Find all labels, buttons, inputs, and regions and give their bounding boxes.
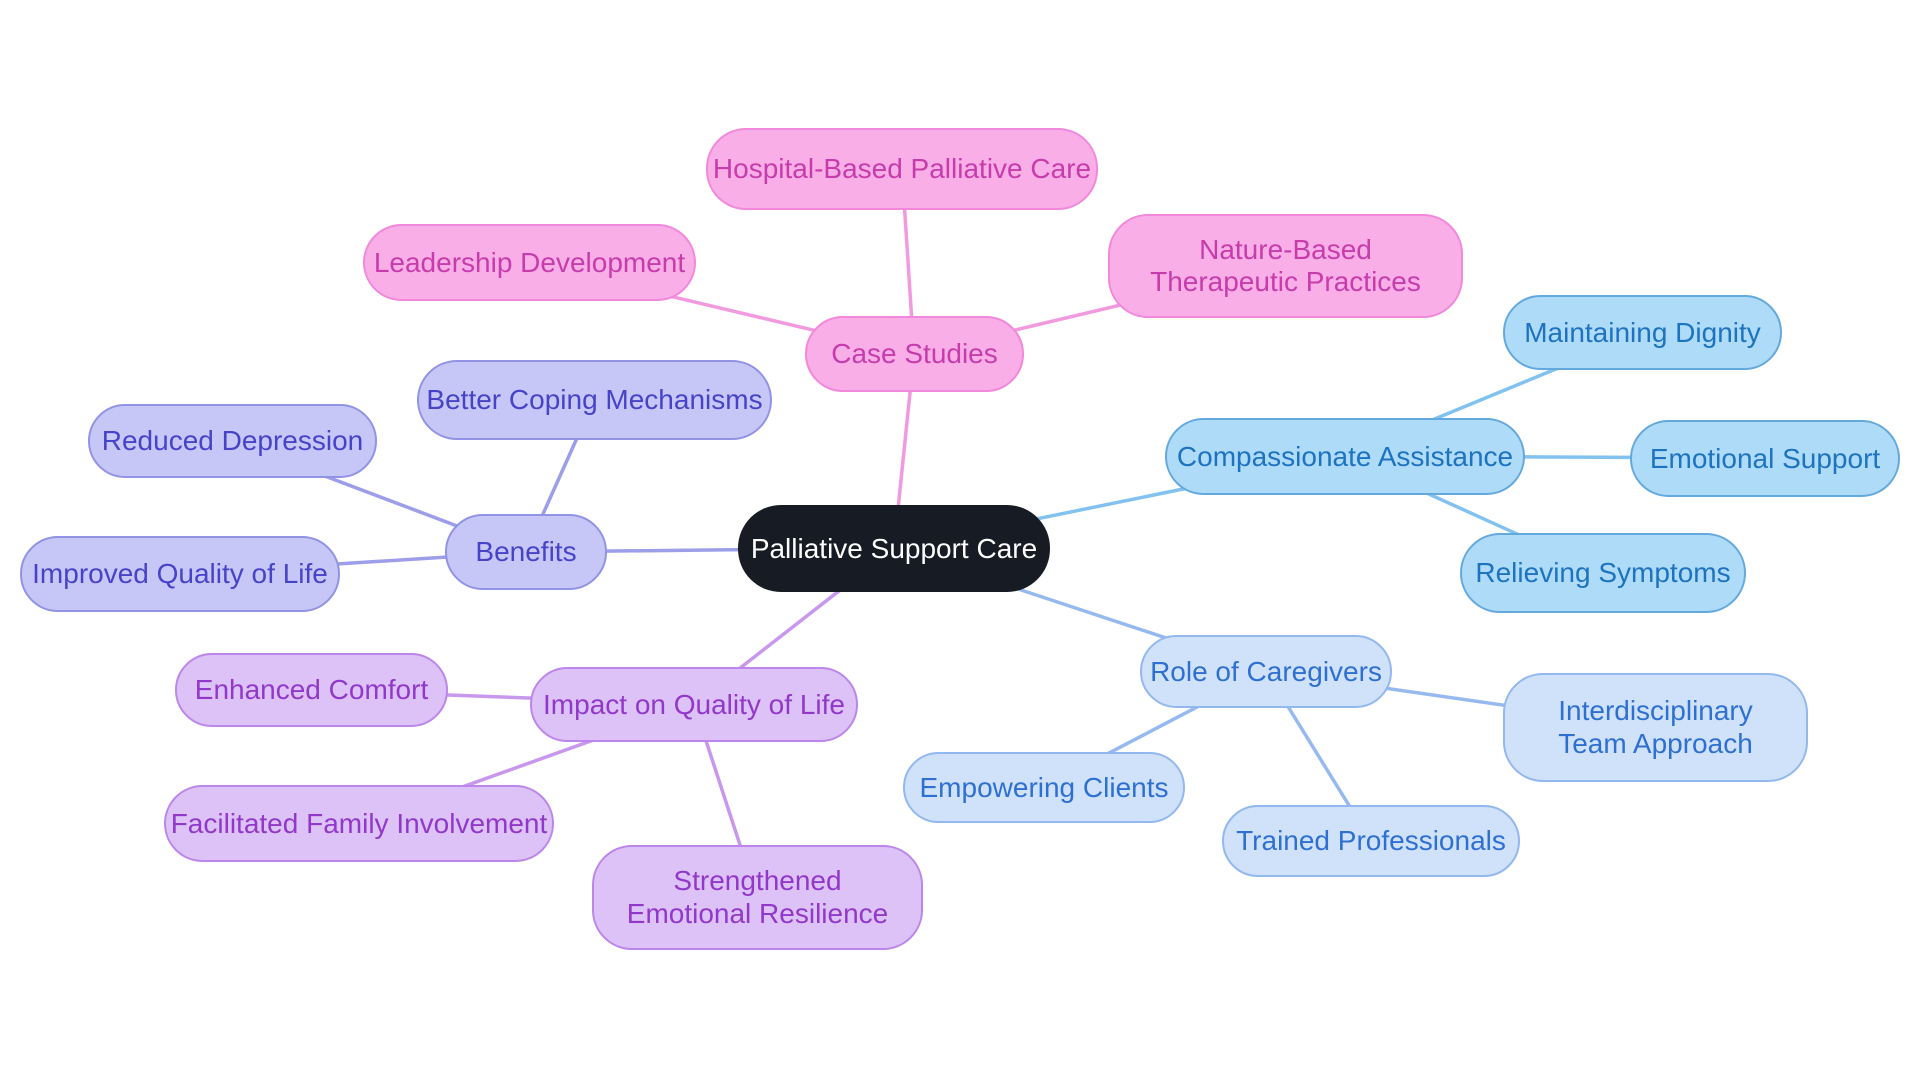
node-trained-professionals[interactable]: Trained Professionals (1222, 805, 1520, 877)
node-emotional-support[interactable]: Emotional Support (1630, 420, 1900, 497)
node-label: Better Coping Mechanisms (426, 384, 763, 415)
node-nature-based-therapeutic-practices[interactable]: Nature-Based Therapeutic Practices (1108, 214, 1463, 318)
node-label: Strengthened Emotional Resilience (626, 865, 889, 929)
node-strengthened-emotional-resilience[interactable]: Strengthened Emotional Resilience (592, 845, 923, 950)
node-leadership-development[interactable]: Leadership Development (363, 224, 696, 301)
node-compassionate-assistance[interactable]: Compassionate Assistance (1165, 418, 1525, 495)
node-label: Role of Caregivers (1150, 655, 1382, 687)
node-impact-on-quality-of-life[interactable]: Impact on Quality of Life (530, 667, 858, 742)
node-label: Hospital-Based Palliative Care (712, 153, 1092, 184)
node-hospital-based-palliative-care[interactable]: Hospital-Based Palliative Care (706, 128, 1098, 210)
node-facilitated-family-involvement[interactable]: Facilitated Family Involvement (164, 785, 554, 862)
node-enhanced-comfort[interactable]: Enhanced Comfort (175, 653, 448, 727)
node-label: Case Studies (831, 338, 998, 369)
node-label: Empowering Clients (919, 771, 1169, 803)
node-label: Compassionate Assistance (1176, 440, 1514, 472)
node-label: Trained Professionals (1236, 825, 1506, 856)
node-benefits[interactable]: Benefits (445, 514, 607, 590)
node-palliative-support-care[interactable]: Palliative Support Care (738, 505, 1050, 592)
node-label: Nature-Based Therapeutic Practices (1150, 233, 1421, 297)
node-empowering-clients[interactable]: Empowering Clients (903, 752, 1185, 823)
node-label: Palliative Support Care (750, 532, 1038, 564)
node-label: Leadership Development (373, 246, 686, 278)
node-label: Benefits (475, 536, 577, 567)
node-improved-quality-of-life[interactable]: Improved Quality of Life (20, 536, 340, 612)
node-label: Enhanced Comfort (194, 674, 429, 705)
node-maintaining-dignity[interactable]: Maintaining Dignity (1503, 295, 1782, 370)
node-label: Impact on Quality of Life (543, 688, 845, 720)
node-case-studies[interactable]: Case Studies (805, 316, 1024, 392)
node-label: Improved Quality of Life (32, 558, 328, 589)
node-interdisciplinary-team-approach[interactable]: Interdisciplinary Team Approach (1503, 673, 1808, 782)
node-role-of-caregivers[interactable]: Role of Caregivers (1140, 635, 1392, 708)
node-label: Emotional Support (1649, 442, 1881, 474)
node-label: Relieving Symptoms (1475, 557, 1731, 588)
node-reduced-depression[interactable]: Reduced Depression (88, 404, 377, 478)
node-label: Reduced Depression (101, 425, 364, 456)
node-label: Facilitated Family Involvement (170, 807, 548, 839)
node-label: Interdisciplinary Team Approach (1558, 695, 1753, 759)
node-relieving-symptoms[interactable]: Relieving Symptoms (1460, 533, 1746, 613)
node-better-coping-mechanisms[interactable]: Better Coping Mechanisms (417, 360, 772, 440)
node-label: Maintaining Dignity (1524, 316, 1761, 348)
